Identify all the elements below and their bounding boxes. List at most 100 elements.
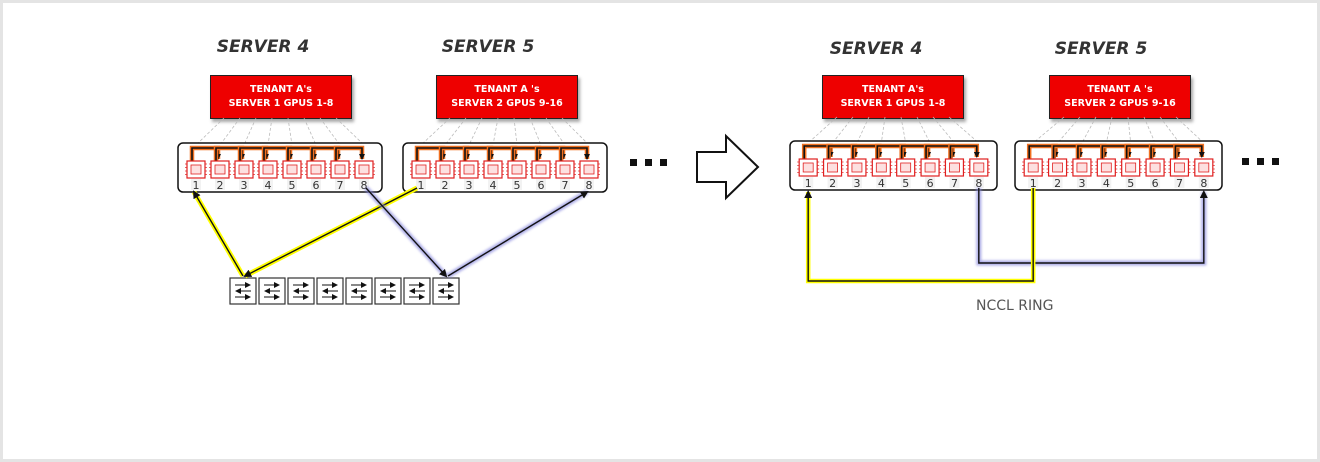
gpu-chip-icon: 2	[821, 158, 844, 190]
gpu-chip-core	[1100, 162, 1112, 173]
gpu-label: 7	[1176, 177, 1183, 190]
tenant-mapping-line	[832, 116, 854, 144]
gpu-chip-icon: 8	[578, 160, 600, 192]
nvlink-arrow	[560, 147, 590, 161]
network-switch-icon	[258, 277, 286, 305]
gpu-chip-icon: 5	[894, 158, 917, 190]
gpu-label-bg	[464, 179, 474, 190]
gpu-label: 2	[442, 179, 449, 192]
gpu-label-bg	[1174, 177, 1185, 188]
gpu-chip-icon: 4	[482, 160, 504, 192]
gpu-chip-core	[924, 162, 936, 173]
gpu-label-bg	[1028, 177, 1039, 188]
nvlink-arrow	[1174, 145, 1205, 159]
gpu-chip-icon: 2	[1046, 158, 1069, 190]
gpu-chip-core	[973, 162, 985, 173]
tenant-mapping-line	[267, 117, 273, 146]
gpu-chip-core	[1198, 162, 1210, 173]
yellow-path-arrow	[192, 190, 244, 277]
gpu-label: 6	[538, 179, 545, 192]
gpu-label-bg	[191, 179, 201, 190]
tenant-gpus-label: SERVER 1 GPUS 1-8	[840, 98, 946, 109]
right-more-servers-ellipsis	[1242, 158, 1279, 165]
gpu-chip-icon: 5	[506, 160, 528, 192]
tenant-gpus-label: SERVER 2 GPUS 9-16	[451, 98, 563, 109]
tenant-mapping-line	[916, 116, 931, 144]
gpu-label: 4	[1103, 177, 1110, 190]
gpu-label: 2	[1054, 177, 1061, 190]
gpu-chip-core	[949, 162, 960, 173]
gpu-chip-core	[1076, 162, 1088, 173]
gpu-chip-icon: 3	[458, 160, 480, 192]
gpu-label-bg	[215, 179, 225, 190]
gpu-chip-core	[310, 164, 322, 175]
gpu-chip-icon: 4	[870, 158, 893, 190]
right-server-4-title: SERVER 4	[829, 39, 923, 59]
right-server-5-title: SERVER 5	[1054, 39, 1148, 59]
gpu-label-bg	[440, 179, 450, 190]
gpu-label-bg	[851, 177, 862, 188]
gpu-label-bg	[560, 179, 570, 190]
tenant-mapping-line	[880, 116, 886, 144]
gpu-chip-core	[1149, 162, 1161, 173]
right-arrow-icon	[696, 133, 760, 201]
tenant-mapping-line	[420, 117, 451, 146]
gpu-label-bg	[335, 179, 345, 190]
tenant-mapping-line	[1032, 116, 1065, 144]
gpu-chip-core	[559, 164, 571, 175]
tenant-mapping-line	[932, 116, 955, 144]
gpu-label: 1	[805, 177, 812, 190]
gpu-chip-icon: 4	[257, 160, 279, 192]
network-switch-icon	[287, 277, 315, 305]
gpu-label-bg	[584, 179, 594, 190]
gpu-chip-icon: 5	[281, 160, 303, 192]
nvlink-arrow	[949, 145, 980, 159]
server-tray	[1014, 140, 1223, 191]
nccl-ring-blue-glow	[976, 188, 1207, 266]
gpu-label-bg	[925, 177, 936, 188]
gpu-chip-core	[1052, 162, 1063, 173]
gpu-label: 6	[1152, 177, 1159, 190]
gpu-label: 8	[586, 179, 593, 192]
gpu-chip-icon: 8	[353, 160, 375, 192]
gpu-label-bg	[488, 179, 498, 190]
gpu-label: 1	[193, 179, 200, 192]
gpu-label-bg	[1076, 177, 1087, 188]
gpu-label: 2	[217, 179, 224, 192]
gpu-label-bg	[239, 179, 249, 190]
tenant-mapping-line	[807, 116, 838, 144]
gpu-label: 1	[1030, 177, 1037, 190]
tenant-mapping-line	[287, 117, 293, 146]
gpu-chip-icon: 8	[967, 158, 990, 190]
gpu-label-bg	[1198, 177, 1209, 188]
gpu-chip-core	[262, 164, 274, 175]
tenant-mapping-line	[1105, 116, 1113, 144]
nccl-ring-caption: NCCL RING	[976, 298, 1054, 314]
blue-path-arrow	[447, 190, 589, 277]
gpu-chip-core	[827, 162, 838, 173]
left-server-4-title: SERVER 4	[216, 37, 310, 57]
gpu-chip-icon: 1	[1022, 158, 1045, 190]
gpu-chip-icon: 6	[919, 158, 942, 190]
gpu-chip-icon: 2	[209, 160, 231, 192]
gpu-label-bg	[536, 179, 546, 190]
tenant-mapping-line	[513, 117, 518, 146]
nvlink-arrow	[335, 147, 365, 161]
tenant-mapping-line	[492, 117, 499, 146]
left-tenant-box-server-1: TENANT A's SERVER 1 GPUS 1-8	[210, 75, 352, 119]
tenant-mapping-line	[444, 117, 467, 146]
gpu-label-bg	[949, 177, 960, 188]
gpu-chip-core	[334, 164, 346, 175]
gpu-label: 5	[514, 179, 521, 192]
left-server-5-title: SERVER 5	[441, 37, 535, 57]
gpu-label-bg	[1125, 177, 1136, 188]
gpu-label: 6	[313, 179, 320, 192]
gpu-chip-icon: 2	[434, 160, 456, 192]
gpu-label-bg	[311, 179, 321, 190]
gpu-chip-core	[190, 164, 202, 175]
gpu-chip-core	[875, 162, 887, 173]
gpu-label-bg	[512, 179, 522, 190]
